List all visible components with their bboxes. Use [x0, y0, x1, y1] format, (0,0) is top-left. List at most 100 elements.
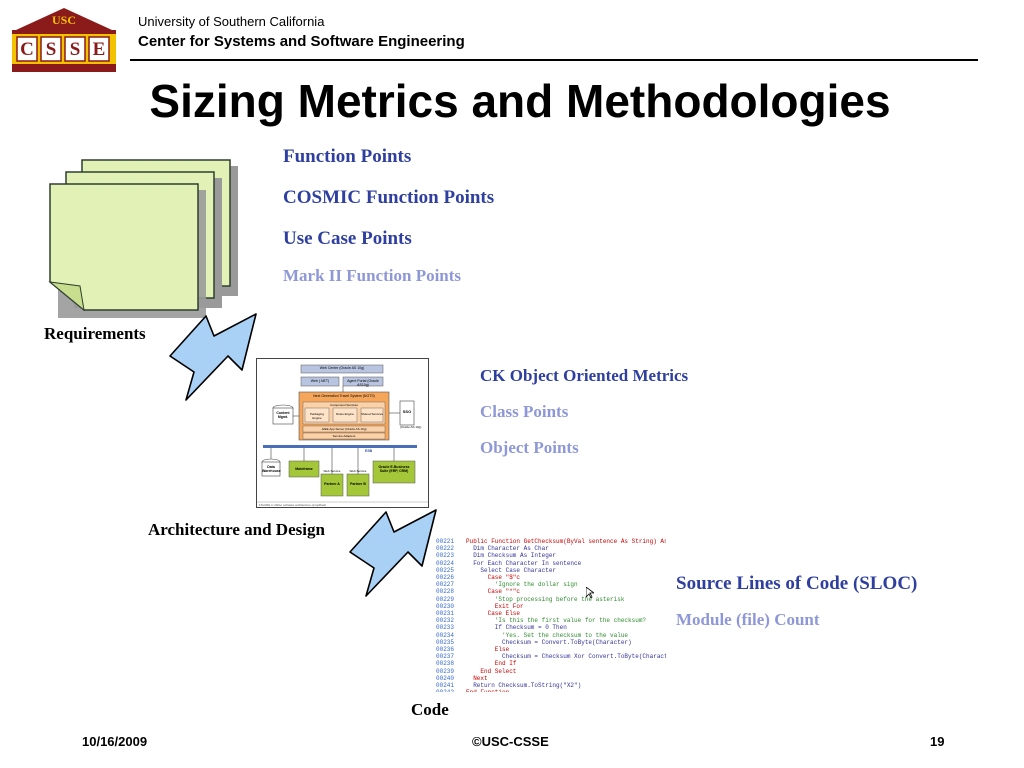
logo-letter-e: E	[92, 39, 106, 60]
logo-usc-text: USC	[51, 13, 76, 27]
logo-letter-s2: S	[69, 39, 81, 60]
code-line: 00241 Return Checksum.ToString("X2")	[436, 682, 666, 689]
diagram-esb: ESB	[365, 449, 373, 453]
code-line-number: 00233	[436, 624, 455, 632]
metric-sloc: Source Lines of Code (SLOC)	[676, 573, 918, 594]
code-line-number: 00238	[436, 660, 455, 668]
requirements-label: Requirements	[44, 324, 146, 343]
diagram-sso: SSO	[402, 409, 412, 414]
code-line: 00234 'Yes. Set the checksum to the valu…	[436, 632, 666, 639]
metric-use-case-points: Use Case Points	[283, 228, 412, 249]
code-line: 00222 Dim Character As Char	[436, 545, 666, 552]
code-line-number: 00223	[436, 552, 455, 560]
footer-date: 10/16/2009	[82, 734, 148, 749]
metric-object-points: Object Points	[480, 438, 579, 457]
code-line-text: End Function	[466, 689, 509, 692]
code-line-number: 00230	[436, 602, 455, 610]
diagram-rules-engine: Rules Engine	[336, 412, 354, 416]
code-line: 00230 Exit For	[436, 603, 666, 610]
code-line-number: 00231	[436, 610, 455, 618]
center-name: Center for Systems and Software Engineer…	[138, 33, 465, 50]
code-line-number: 00227	[436, 581, 455, 589]
diagram-web-centre: Web Centre (Oracle AS 10g)	[319, 366, 365, 370]
code-label: Code	[411, 700, 449, 719]
code-line-number: 00228	[436, 588, 455, 596]
code-line: 00233 If Checksum = 0 Then	[436, 624, 666, 631]
code-line: 00227 'Ignore the dollar sign	[436, 581, 666, 588]
code-line-text: Exit For	[466, 602, 524, 610]
code-line-text: Select Case Character	[466, 566, 557, 574]
code-line-number: 00221	[436, 538, 455, 545]
code-line-text: End If	[466, 660, 517, 668]
diagram-service-adapters: Service Adapters	[332, 434, 356, 438]
code-line-text: End Select	[466, 667, 517, 675]
code-line: 00237 Checksum = Checksum Xor Convert.To…	[436, 653, 666, 660]
code-line-number: 00240	[436, 674, 455, 682]
code-line: 00224 For Each Character In sentence	[436, 560, 666, 567]
code-line-text: 'Is this the first value for the checksu…	[466, 617, 647, 625]
code-line-text: Dim Character As Char	[466, 545, 549, 553]
code-line-number: 00232	[436, 617, 455, 625]
header-rule	[130, 59, 978, 61]
metric-class-points: Class Points	[480, 402, 569, 421]
code-line-number: 00239	[436, 667, 455, 675]
code-line-text: 'Yes. Set the checksum to the value	[466, 631, 629, 639]
diagram-web-net: Web (.NET)	[310, 379, 330, 383]
diagram-content-mgmt: Content Mgmt.	[276, 411, 290, 419]
code-line: 00236 Else	[436, 646, 666, 653]
slide-title: Sizing Metrics and Methodologies	[149, 75, 891, 127]
code-line-text: Checksum = Convert.ToByte(Character)	[466, 638, 632, 646]
metric-function-points: Function Points	[283, 146, 412, 167]
diagram-packaging-engine: Packaging Engine	[309, 412, 324, 420]
code-line-text: Else	[466, 646, 510, 654]
code-line: 00239 End Select	[436, 668, 666, 675]
logo-graphic	[12, 8, 116, 72]
diagram-component-services: Component Services	[330, 403, 358, 407]
diagram-partner-a: Partner A	[324, 482, 340, 486]
code-line: 00232 'Is this the first value for the c…	[436, 617, 666, 624]
down-right-arrow-icon	[166, 312, 262, 404]
code-line: 00226 Case "$"c	[436, 574, 666, 581]
diagram-j2ee: J2EE App Server (Oracle AS 10g)	[321, 427, 367, 431]
diagram-shared-services: Shared Services	[361, 412, 384, 416]
code-line: 00231 Case Else	[436, 610, 666, 617]
code-line-number: 00225	[436, 566, 455, 574]
code-line-text: For Each Character In sentence	[466, 559, 582, 567]
code-line-text: If Checksum = 0 Then	[466, 624, 567, 632]
code-line-number: 00224	[436, 559, 455, 567]
code-line-text: Return Checksum.ToString("X2")	[466, 682, 582, 690]
diagram-partner-b: Partner B	[350, 482, 366, 486]
code-line-number: 00236	[436, 646, 455, 654]
code-line-number: 00237	[436, 653, 455, 661]
architecture-diagram: Web Centre (Oracle AS 10g) Web (.NET) Ag…	[256, 358, 429, 508]
code-line-text: Next	[466, 674, 488, 682]
code-line: 00240 Next	[436, 675, 666, 682]
code-line: 00228 Case "*"c	[436, 588, 666, 595]
university-name: University of Southern California	[138, 14, 325, 29]
code-line-text: 'Stop processing before the asterisk	[466, 595, 625, 603]
code-line: 00242End Function	[436, 689, 666, 692]
logo-letter-s1: S	[45, 39, 57, 60]
diagram-oracle-ebs: Oracle E-Business Suite (ERP, CRM)	[378, 465, 410, 473]
code-line-number: 00242	[436, 689, 466, 692]
down-right-arrow-icon	[346, 508, 442, 600]
code-line: 00229 'Stop processing before the asteri…	[436, 596, 666, 603]
code-line-text: Dim Checksum As Integer	[466, 552, 557, 560]
diagram-web-service-1: Web Service	[323, 469, 341, 473]
code-line-text: Checksum = Checksum Xor Convert.ToByte(C…	[466, 653, 666, 661]
code-line: 00235 Checksum = Convert.ToByte(Characte…	[436, 639, 666, 646]
code-line: 00238 End If	[436, 660, 666, 667]
code-line-number: 00222	[436, 545, 455, 553]
diagram-web-service-2: Web Service	[349, 469, 367, 473]
diagram-agent-portal: Agent Portal (Oracle AS10g)	[347, 379, 379, 387]
code-line-number: 00229	[436, 595, 455, 603]
diagram-data-warehouse: Data Warehouse	[262, 465, 281, 473]
code-line-number: 00226	[436, 574, 455, 582]
diagram-mainframe: Mainframe	[295, 467, 313, 471]
architecture-label: Architecture and Design	[148, 520, 325, 539]
requirements-documents-icon	[44, 158, 254, 320]
code-line-number: 00234	[436, 631, 455, 639]
code-line-text: Case Else	[466, 610, 521, 618]
diagram-next-gen: Next Generation Travel System (NGTS)	[313, 394, 375, 398]
code-line-text: Case "$"c	[466, 574, 521, 582]
